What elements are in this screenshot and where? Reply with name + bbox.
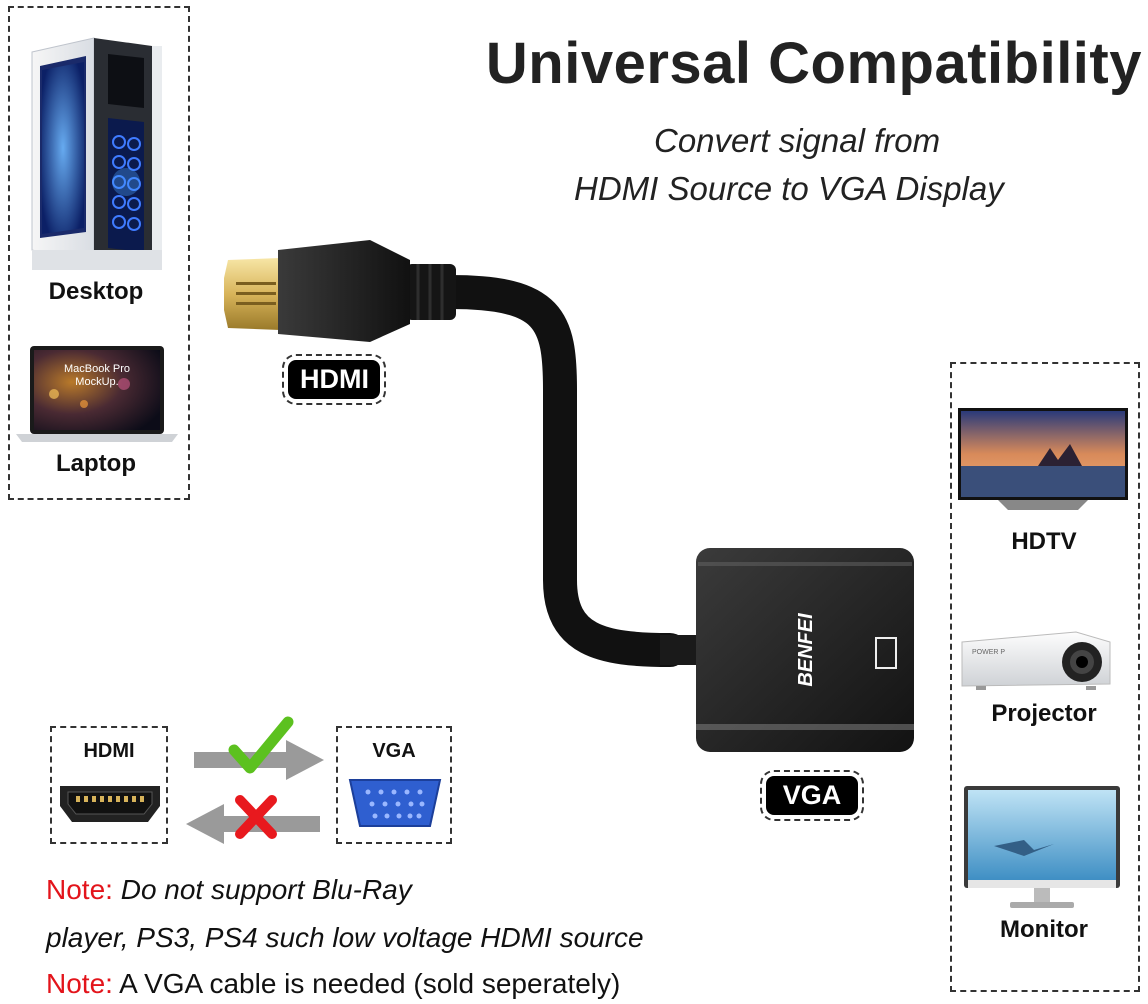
vga-tag: VGA	[760, 770, 864, 821]
cross-icon	[235, 795, 277, 839]
projector-brand-text: POWER P	[972, 649, 1005, 656]
hdtv-image	[958, 408, 1128, 510]
monitor-image	[964, 786, 1120, 908]
projector-label: Projector	[991, 700, 1097, 727]
note-2-text: A VGA cable is needed (sold seperately)	[112, 968, 621, 999]
desktop-label: Desktop	[48, 278, 144, 305]
note-1-continued: player, PS3, PS4 such low voltage HDMI s…	[46, 922, 644, 953]
hdmi-port-label: HDMI	[83, 740, 135, 762]
hdtv-label: HDTV	[1011, 528, 1077, 555]
laptop-label: Laptop	[56, 450, 136, 477]
monitor-label: Monitor	[1000, 916, 1088, 943]
note-1-text: Do not support Blu-Ray	[112, 874, 412, 905]
display-devices-box	[950, 362, 1140, 992]
vga-port-label: VGA	[372, 740, 416, 762]
note-2: Note: A VGA cable is needed (sold sepera…	[46, 968, 620, 1000]
page-title: Universal Compatibility	[485, 31, 1142, 96]
laptop-image: MacBook Pro MockUp.	[16, 346, 178, 442]
note-2-prefix: Note:	[46, 968, 113, 999]
hdmi-port-box: HDMI	[50, 726, 168, 844]
laptop-screen-text-1: MacBook Pro	[64, 363, 130, 375]
projector-image: POWER P	[961, 631, 1111, 690]
source-devices-box	[8, 6, 190, 500]
hdmi-tag: HDMI	[282, 354, 386, 405]
vga-port-icon	[348, 779, 442, 827]
subtitle-line-2: HDMI Source to VGA Display	[574, 170, 1004, 207]
adapter-cable-image: BENFEI	[224, 240, 914, 752]
subtitle-line-1: Convert signal from	[654, 122, 941, 159]
laptop-screen-text-2: MockUp.	[75, 376, 118, 388]
note-1-prefix: Note:	[46, 874, 113, 905]
check-icon	[228, 716, 294, 774]
direction-arrows	[186, 716, 324, 844]
desktop-tower-image	[31, 37, 162, 270]
vga-port-box: VGA	[336, 726, 452, 844]
note-1: Note: Do not support Blu-Ray	[46, 874, 412, 906]
cable-brand-text: BENFEI	[795, 613, 817, 687]
hdmi-port-icon	[60, 786, 160, 822]
